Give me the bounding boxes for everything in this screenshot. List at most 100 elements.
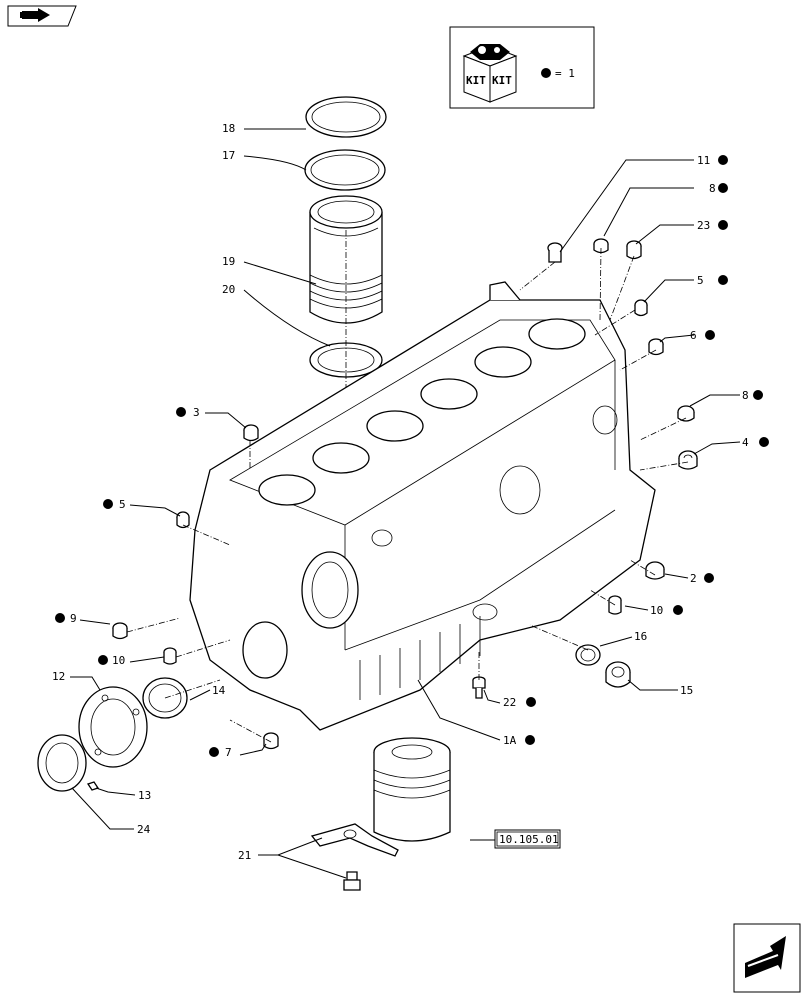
- callout-8-right[interactable]: 8: [742, 389, 763, 402]
- callout-17-label: 17: [222, 149, 235, 162]
- callout-6-label: 6: [690, 329, 697, 342]
- callout-9-label: 9: [70, 612, 77, 625]
- callout-10-right-label: 10: [650, 604, 663, 617]
- callout-12[interactable]: 12: [52, 670, 65, 683]
- oil-jet-21: [310, 823, 399, 891]
- callout-13[interactable]: 13: [138, 789, 151, 802]
- kit-marker-icon: [103, 499, 113, 509]
- callout-6[interactable]: 6: [690, 329, 715, 342]
- kit-marker-icon: [209, 747, 219, 757]
- callout-18[interactable]: 18: [222, 122, 235, 135]
- kit-marker-icon: [753, 390, 763, 400]
- callout-5-right[interactable]: 5: [697, 274, 728, 287]
- engine-block: [189, 281, 656, 731]
- kit-marker-icon: [98, 655, 108, 665]
- callout-13-label: 13: [138, 789, 151, 802]
- callout-19[interactable]: 19: [222, 255, 235, 268]
- callout-9[interactable]: 9: [55, 612, 77, 625]
- pin-10-right: [608, 595, 622, 615]
- reference-label: 10.105.01: [499, 833, 559, 846]
- callout-5-left-label: 5: [119, 498, 126, 511]
- kit-marker-icon: [526, 697, 536, 707]
- callout-8-right-label: 8: [742, 389, 749, 402]
- callout-19-label: 19: [222, 255, 235, 268]
- pin-10-left: [163, 647, 177, 665]
- callout-14-label: 14: [212, 684, 226, 697]
- callout-2-label: 2: [690, 572, 697, 585]
- callout-21-label: 21: [238, 849, 251, 862]
- plug-3: [243, 424, 259, 442]
- plug-15: [605, 661, 631, 688]
- callout-10-right[interactable]: 10: [650, 604, 683, 617]
- callout-17[interactable]: 17: [222, 149, 235, 162]
- bolt-22: [472, 676, 486, 699]
- callout-11-label: 11: [697, 154, 710, 167]
- kit-marker-icon: [176, 407, 186, 417]
- callout-20-label: 20: [222, 283, 235, 296]
- callout-20[interactable]: 20: [222, 283, 235, 296]
- kit-legend: KIT KIT = 1: [449, 26, 595, 109]
- book-nav-icon[interactable]: [7, 5, 77, 27]
- kit-box-icon: KIT KIT: [462, 44, 518, 103]
- cylinder-liner-19: [309, 195, 383, 324]
- callout-10-left-label: 10: [112, 654, 125, 667]
- callout-3[interactable]: 3: [176, 406, 200, 419]
- callout-3-label: 3: [193, 406, 200, 419]
- plug-9: [112, 622, 128, 640]
- kit-marker-icon: [705, 330, 715, 340]
- callout-22[interactable]: 22: [503, 696, 536, 709]
- kit-marker-icon: [704, 573, 714, 583]
- kit-marker-icon: [718, 155, 728, 165]
- callout-24-label: 24: [137, 823, 151, 836]
- kit-label-right: KIT: [492, 74, 512, 87]
- o-ring-17: [304, 149, 386, 191]
- kit-equals-text: = 1: [555, 67, 575, 80]
- callout-8-top[interactable]: 8: [709, 182, 728, 195]
- callout-1A[interactable]: 1A: [503, 734, 535, 747]
- plug-5-left: [176, 511, 190, 529]
- kit-marker-icon: [759, 437, 769, 447]
- plug-8-right: [677, 405, 695, 422]
- kit-marker-icon: [718, 220, 728, 230]
- plug-11: [547, 242, 563, 263]
- callout-23-label: 23: [697, 219, 710, 232]
- callout-4[interactable]: 4: [742, 436, 769, 449]
- o-ring-18: [305, 96, 387, 138]
- seal-24: [37, 734, 87, 792]
- callout-16-label: 16: [634, 630, 647, 643]
- callout-18-label: 18: [222, 122, 235, 135]
- callout-21[interactable]: 21: [238, 849, 251, 862]
- leader-lines: [70, 128, 741, 879]
- callout-11[interactable]: 11: [697, 154, 728, 167]
- callout-14[interactable]: 14: [212, 684, 226, 697]
- callout-2[interactable]: 2: [690, 572, 714, 585]
- callout-10-left[interactable]: 10: [98, 654, 125, 667]
- callout-1A-label: 1A: [503, 734, 517, 747]
- callout-5-right-label: 5: [697, 274, 704, 287]
- reference-link-10-105-01[interactable]: 10.105.01: [494, 829, 561, 849]
- kit-marker-icon: [718, 275, 728, 285]
- callout-5-left[interactable]: 5: [103, 498, 126, 511]
- callout-8-top-label: 8: [709, 182, 716, 195]
- kit-marker-icon: [718, 183, 728, 193]
- next-page-arrow-icon[interactable]: [733, 923, 801, 993]
- kit-marker-icon: [55, 613, 65, 623]
- bolt-13: [86, 781, 100, 791]
- callout-24[interactable]: 24: [137, 823, 151, 836]
- kit-dot-icon: [541, 68, 551, 78]
- seal-16: [575, 644, 601, 666]
- callout-7[interactable]: 7: [209, 746, 232, 759]
- callout-23[interactable]: 23: [697, 219, 728, 232]
- cover-12: [78, 686, 148, 768]
- callout-15[interactable]: 15: [680, 684, 693, 697]
- plug-2: [645, 561, 665, 580]
- callout-4-label: 4: [742, 436, 749, 449]
- plug-4: [678, 450, 698, 470]
- callout-15-label: 15: [680, 684, 693, 697]
- callout-16[interactable]: 16: [634, 630, 647, 643]
- callout-22-label: 22: [503, 696, 516, 709]
- plug-5-right: [634, 299, 648, 317]
- kit-marker-icon: [673, 605, 683, 615]
- kit-label-left: KIT: [466, 74, 486, 87]
